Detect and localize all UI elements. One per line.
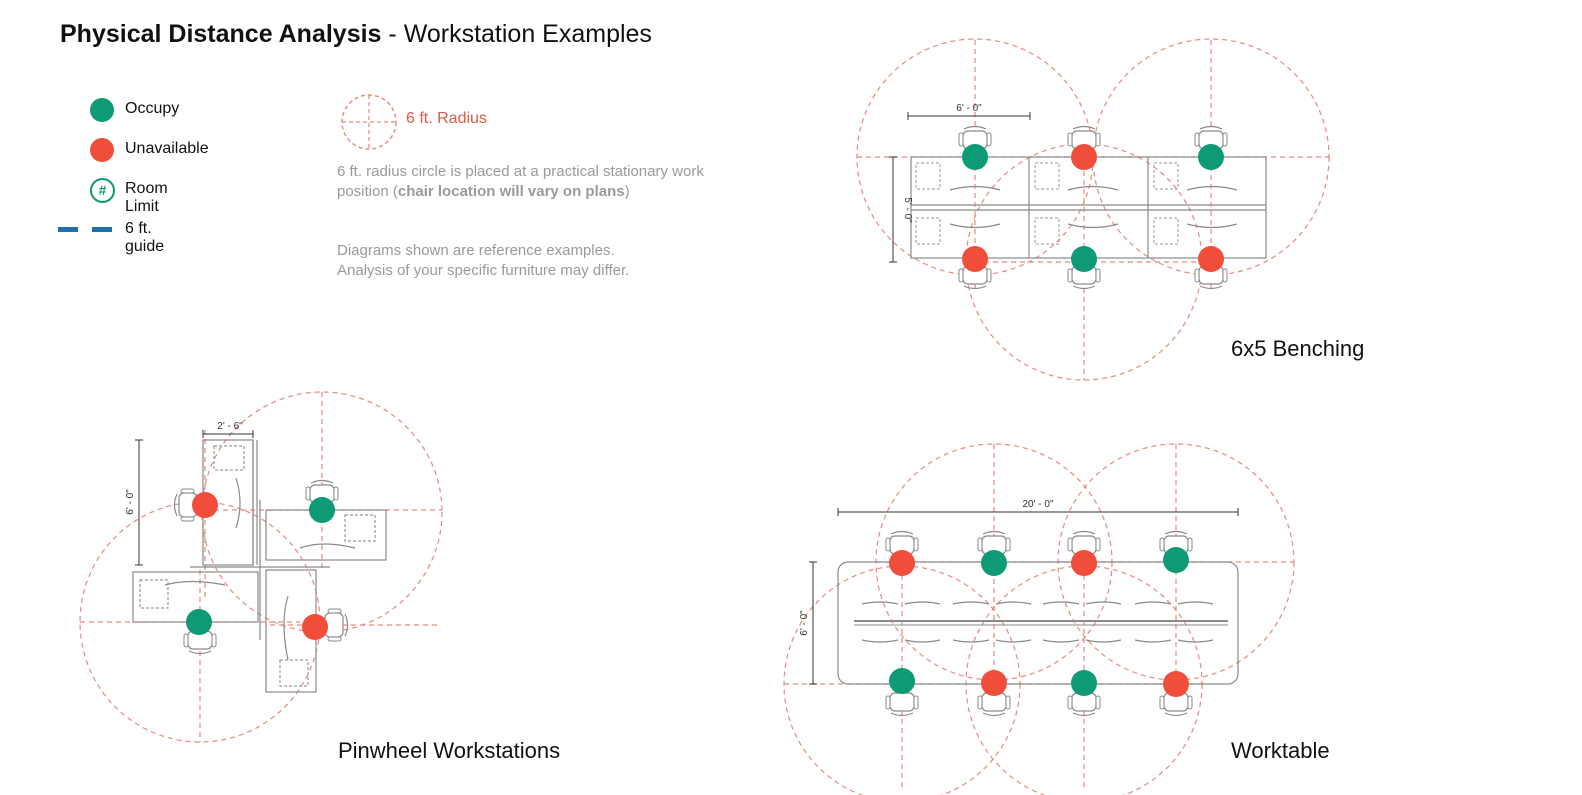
note-disclaimer: Diagrams shown are reference examples. A… (337, 241, 717, 281)
red-dot-icon (90, 138, 114, 162)
page-title-bold: Physical Distance Analysis (60, 20, 382, 48)
note-text: ) (624, 183, 630, 200)
worktable-furniture (837, 561, 1239, 685)
seat-occupy (1198, 144, 1224, 170)
worktable-depth-dimension: 6' - 0" (799, 610, 810, 636)
seat-unavailable (962, 246, 988, 272)
benching-seat-markers (962, 144, 1224, 272)
seat-unavailable (889, 550, 915, 576)
seat-unavailable (1071, 550, 1097, 576)
worktable-seat-markers (889, 547, 1189, 697)
benching-diagram: 6' - 0" 5' - 0" (856, 38, 1330, 381)
seat-occupy (309, 497, 335, 523)
seat-occupy (1071, 246, 1097, 272)
pinwheel-width-dimension: 2' - 6" (217, 421, 243, 432)
seat-occupy (962, 144, 988, 170)
benching-caption: 6x5 Benching (1231, 336, 1365, 361)
pinwheel-caption: Pinwheel Workstations (338, 738, 561, 763)
seat-unavailable (302, 614, 328, 640)
benching-dimensions (889, 112, 1031, 263)
seat-occupy (1163, 547, 1189, 573)
page-title: Physical Distance Analysis - Workstation… (60, 18, 652, 50)
seat-unavailable (1071, 144, 1097, 170)
seat-occupy (889, 668, 915, 694)
legend-label: Occupy (125, 100, 180, 117)
dashed-guide-icon (58, 227, 114, 232)
pinwheel-furniture (132, 439, 387, 693)
worktable-width-dimension: 20' - 0" (1022, 499, 1053, 510)
radius-label: 6 ft. Radius (406, 110, 487, 127)
pinwheel-depth-dimension: 6' - 0" (125, 489, 136, 515)
legend-label: Room Limit (125, 180, 168, 215)
legend-label: 6 ft. guide (125, 220, 165, 255)
note-line: Diagrams shown are reference examples. (337, 242, 615, 259)
worktable-dimensions (809, 508, 1239, 685)
benching-depth-dimension: 5' - 0" (902, 197, 913, 223)
hash-ring-icon: # (90, 178, 115, 203)
radius-circle-icon (341, 94, 397, 150)
worktable-caption: Worktable (1231, 738, 1330, 763)
worktable-radius-circles (783, 443, 1295, 795)
note-line: Analysis of your specific furniture may … (337, 262, 630, 279)
seat-unavailable (981, 670, 1007, 696)
pinwheel-dimensions (135, 430, 254, 566)
pinwheel-diagram: 2' - 6" 6' - 0" (79, 391, 443, 743)
legend-label: Unavailable (125, 140, 209, 157)
pinwheel-seat-markers (186, 492, 335, 640)
page-title-rest: - Workstation Examples (388, 20, 652, 48)
note-text: 6 ft. radius circle is placed at a pract… (337, 163, 704, 200)
seat-unavailable (1198, 246, 1224, 272)
green-dot-icon (90, 98, 114, 122)
seat-occupy (186, 609, 212, 635)
seat-unavailable (1163, 671, 1189, 697)
worktable-diagram: 20' - 0" 6' - 0" (783, 443, 1295, 795)
seat-unavailable (192, 492, 218, 518)
note-emphasis: chair location will vary on plans (397, 183, 625, 200)
benching-width-dimension: 6' - 0" (956, 103, 982, 114)
seat-occupy (981, 550, 1007, 576)
seat-occupy (1071, 670, 1097, 696)
note-placement: 6 ft. radius circle is placed at a pract… (337, 162, 717, 202)
